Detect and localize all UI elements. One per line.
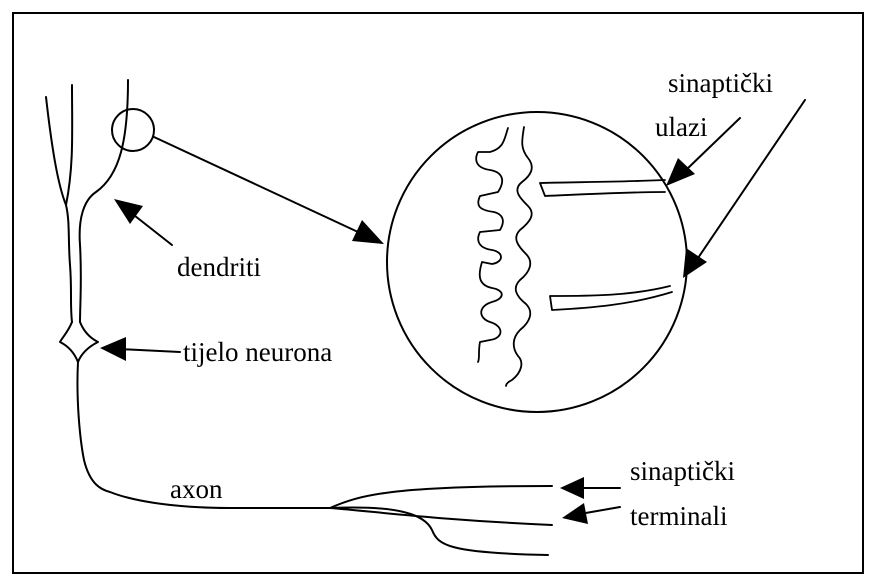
magnifier-circle-small [112,109,154,151]
dendrite-spine-contour-left [476,128,508,362]
magnifier-circle-large [387,112,687,412]
synaptic-inputs-arrow-1-head [666,158,695,186]
dendrite-branch-middle [66,85,72,205]
axon-terminal-bottom [330,507,548,555]
synaptic-input-upper [540,180,665,196]
neuron [46,80,552,555]
label-cell-body: tijelo neurona [183,337,332,367]
zoom-arrowhead [352,220,384,244]
label-synaptic-inputs-line2: ulazi [655,112,707,142]
label-dendrites: dendriti [177,252,261,282]
synaptic-inputs-arrow-2-line [698,100,805,258]
cell-body-arrow-head [100,337,126,361]
synaptic-terminals-arrow-2-head [562,503,588,524]
label-synaptic-terminals-line2: terminali [630,501,727,531]
synaptic-input-lower [550,286,672,310]
zoom-arrow-line [154,137,358,232]
cell-body [60,322,98,362]
axon-terminal-middle [330,508,552,525]
synaptic-terminals-arrow-2-line [580,507,620,514]
label-synaptic-inputs-line1: sinaptički [668,68,773,98]
cell-body-arrow-line [118,349,180,352]
synaptic-terminals-arrow-1-head [560,477,584,499]
axon-terminal-top [330,486,552,508]
label-axon: axon [170,474,223,504]
synapse-magnified [387,112,687,412]
dendrite-branch-left [46,97,72,322]
dendrite-spine-contour-right [506,127,532,386]
dendrites-arrow-head [114,199,143,224]
synaptic-inputs-arrow-2-head [683,248,707,278]
dendrites-arrow-line [130,212,172,245]
label-synaptic-terminals-line1: sinaptički [630,456,735,486]
